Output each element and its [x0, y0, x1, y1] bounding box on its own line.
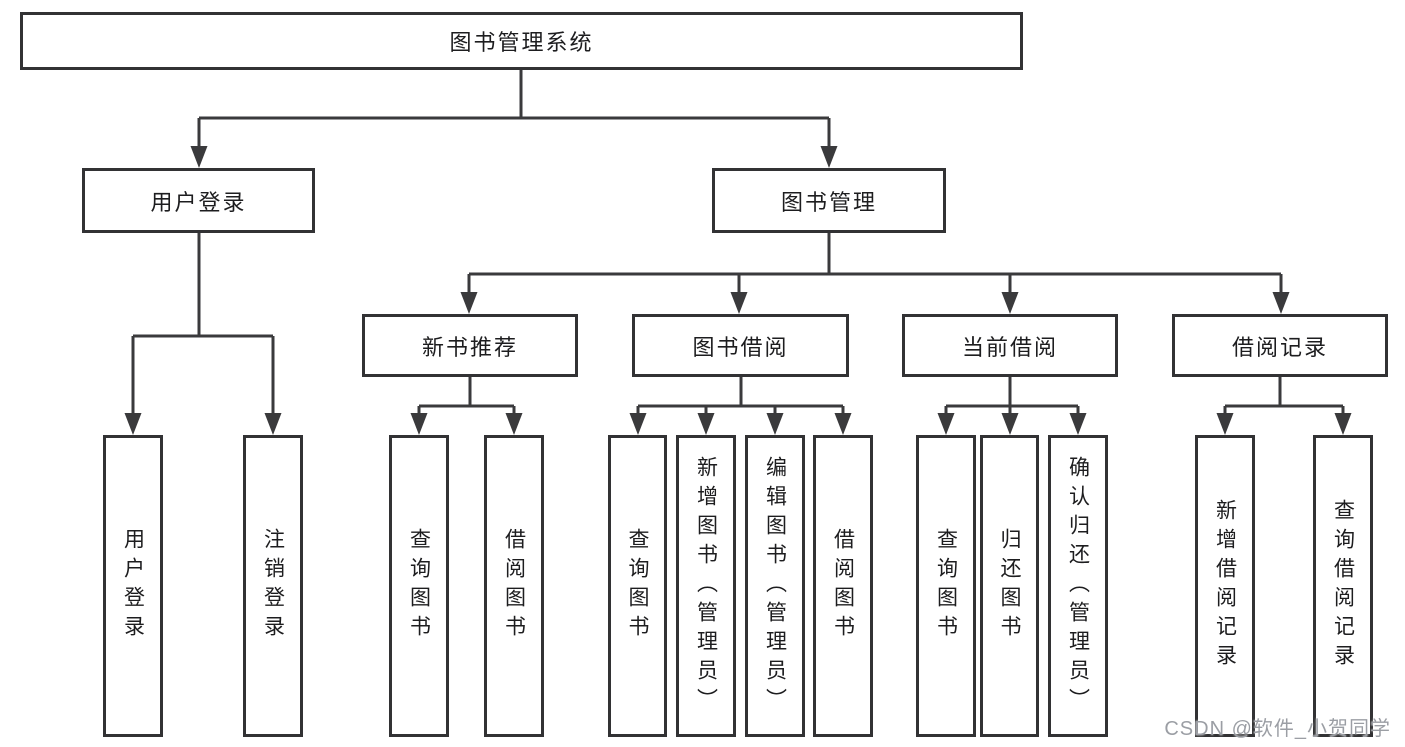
- node-new-book-recommend: 新书推荐: [362, 314, 578, 377]
- edge-borrow-records-children: [1223, 377, 1345, 415]
- leaf-add-borrow-record: 新增借阅记录: [1195, 435, 1255, 737]
- arrow-down-icon: [1334, 413, 1352, 435]
- leaf-query-books-current: 查询图书: [916, 435, 976, 737]
- arrow-down-icon: [460, 292, 478, 314]
- arrow-down-icon: [190, 146, 208, 168]
- leaf-query-books-borrow: 查询图书: [608, 435, 667, 737]
- leaf-query-books-recommend: 查询图书: [389, 435, 449, 737]
- node-root: 图书管理系统: [20, 12, 1023, 70]
- edge-book-mgmt-children: [467, 233, 1283, 294]
- edge-root-to-level2: [197, 70, 831, 148]
- node-current-borrow: 当前借阅: [902, 314, 1118, 377]
- arrow-down-icon: [629, 413, 647, 435]
- leaf-query-borrow-record: 查询借阅记录: [1313, 435, 1373, 737]
- leaf-return-books: 归还图书: [980, 435, 1039, 737]
- node-borrow-records: 借阅记录: [1172, 314, 1388, 377]
- leaf-borrow-books-recommend: 借阅图书: [484, 435, 544, 737]
- arrow-down-icon: [1001, 413, 1019, 435]
- leaf-borrow-books: 借阅图书: [813, 435, 873, 737]
- node-book-borrow: 图书借阅: [632, 314, 849, 377]
- connector-lines: [131, 70, 1345, 415]
- node-user-login: 用户登录: [82, 168, 315, 233]
- leaf-confirm-return-admin: 确认归还（管理员）: [1048, 435, 1108, 737]
- leaf-add-books-admin: 新增图书（管理员）: [676, 435, 736, 737]
- arrow-down-icon: [124, 413, 142, 435]
- arrowheads: [124, 146, 1352, 435]
- arrow-down-icon: [820, 146, 838, 168]
- arrow-down-icon: [730, 292, 748, 314]
- edge-book-borrow-children: [636, 377, 845, 415]
- arrow-down-icon: [505, 413, 523, 435]
- arrow-down-icon: [937, 413, 955, 435]
- edge-user-login-children: [131, 233, 275, 415]
- arrow-down-icon: [766, 413, 784, 435]
- arrow-down-icon: [1001, 292, 1019, 314]
- arrow-down-icon: [1216, 413, 1234, 435]
- edge-current-borrow-children: [944, 377, 1080, 415]
- arrow-down-icon: [410, 413, 428, 435]
- edge-new-book-children: [417, 377, 516, 415]
- node-book-management: 图书管理: [712, 168, 946, 233]
- arrow-down-icon: [1272, 292, 1290, 314]
- leaf-edit-books-admin: 编辑图书（管理员）: [745, 435, 805, 737]
- arrow-down-icon: [1069, 413, 1087, 435]
- arrow-down-icon: [834, 413, 852, 435]
- arrow-down-icon: [697, 413, 715, 435]
- csdn-watermark: CSDN @软件_小贺同学: [1164, 718, 1391, 740]
- arrow-down-icon: [264, 413, 282, 435]
- leaf-user-login: 用户登录: [103, 435, 163, 737]
- leaf-logout: 注销登录: [243, 435, 303, 737]
